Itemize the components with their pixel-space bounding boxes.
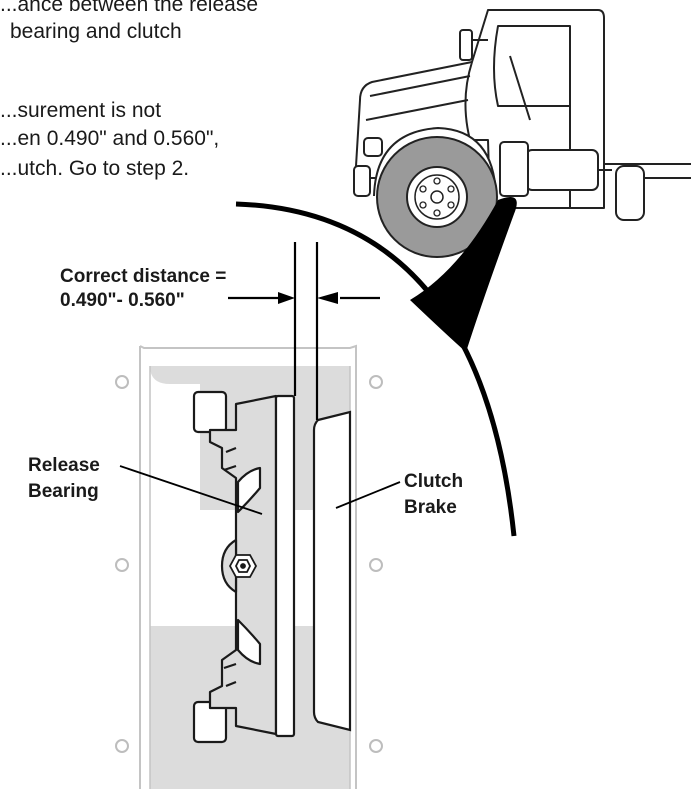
dimension-label-line-2: 0.490"- 0.560" (60, 290, 185, 311)
truck-steering-column (509, 55, 531, 121)
detail-arc (235, 201, 517, 537)
truck-rear-tire (615, 165, 645, 221)
clutch-brake-label-line-1: Clutch (404, 471, 463, 492)
dimension-indicator (228, 242, 380, 420)
clutch-brake-label: Clutch Brake (335, 471, 463, 518)
truck-hood-line-2 (365, 99, 469, 121)
instruction-line-1: ...ance between the release (0, 0, 258, 16)
magnifier-wedge (410, 197, 517, 352)
truck-front-wheel (376, 136, 498, 258)
dimension-label-line-1: Correct distance = (60, 266, 226, 287)
clutch-brake-label-line-2: Brake (404, 497, 457, 518)
dimension-arrow-left (278, 292, 295, 304)
clutch-brake (312, 410, 352, 732)
truck-bumper (353, 165, 371, 197)
wheel-lug-nuts (419, 177, 455, 217)
instruction-text: ...ance between the release bearing and … (0, 0, 258, 180)
instruction-line-2: bearing and clutch (10, 20, 182, 43)
truck-hood-line (369, 75, 471, 97)
instruction-line-3: ...surement is not (0, 99, 161, 122)
instruction-line-5: ...utch. Go to step 2. (0, 157, 189, 180)
dimension-label: Correct distance = 0.490"- 0.560" (60, 266, 226, 311)
truck-transmission (525, 149, 599, 191)
clutch-brake-leader (335, 481, 401, 509)
housing-bolts (115, 375, 383, 753)
truck-headlight (363, 137, 383, 157)
release-bearing-label: Release Bearing (28, 455, 263, 515)
release-bearing-label-line-1: Release (28, 455, 100, 476)
truck-clutch-housing (499, 141, 529, 197)
housing-window (150, 366, 200, 510)
grease-fitting (228, 554, 258, 578)
dimension-arrow-right (317, 292, 338, 304)
truck-mirror (459, 29, 473, 61)
instruction-line-4: ...en 0.490" and 0.560", (0, 127, 219, 150)
release-bearing-label-line-2: Bearing (28, 481, 99, 502)
truck-window (493, 25, 571, 107)
release-bearing-leader (119, 465, 263, 515)
